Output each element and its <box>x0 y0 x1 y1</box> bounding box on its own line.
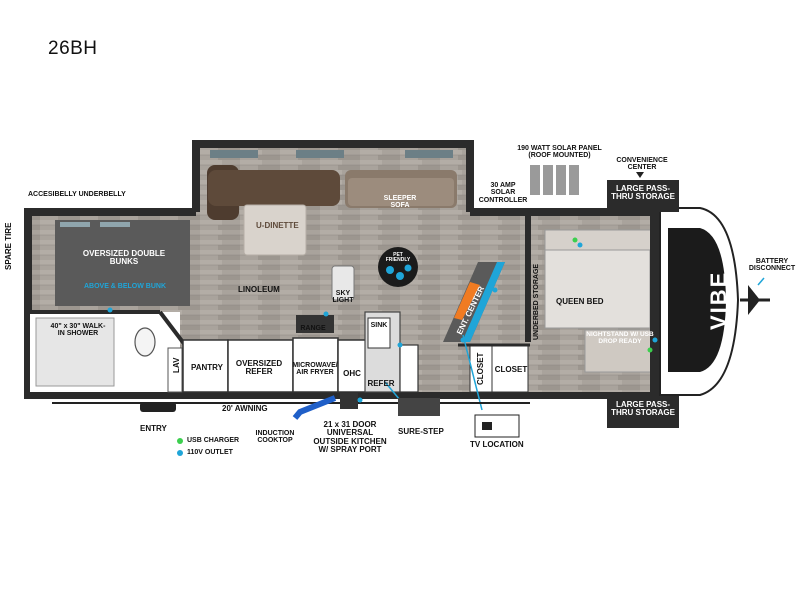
legend-usb-label: USB CHARGER <box>187 437 240 444</box>
closet-left-label: CLOSET <box>476 352 485 385</box>
solar-panel-icon <box>530 165 579 195</box>
model-name: 26BH <box>48 38 98 59</box>
convenience-center-label: CONVENIENCE CENTER <box>616 157 668 172</box>
pass-thru-top-shape <box>607 180 679 212</box>
sleeper-sofa-label: SLEEPER SOFA <box>383 195 417 210</box>
legend-110v-dot <box>177 450 183 456</box>
induction-cooktop-label: INDUCTION COOKTOP <box>255 430 295 445</box>
lav-label: LAV <box>172 357 181 373</box>
spare-tire-label: SPARE TIRE <box>4 222 13 270</box>
leader-lines <box>384 277 765 411</box>
tv-location-icon <box>474 414 520 438</box>
slide-out <box>192 140 474 256</box>
nightstand-label: NIGHTSTAND W/ USB DROP READY <box>586 331 654 345</box>
outlet-markers <box>107 237 658 403</box>
closet-right-label: CLOSET <box>494 365 528 374</box>
solar-panel-label: 190 WATT SOLAR PANEL (ROOF MOUNTED) <box>517 145 602 160</box>
pass-thru-bottom-label: LARGE PASS-THRU STORAGE <box>611 400 675 418</box>
pet-friendly-label: PET FRIENDLY <box>385 252 411 264</box>
skylight <box>331 265 355 301</box>
u-dinette-label: U-DINETTE <box>256 221 299 230</box>
tv-location-label: TV LOCATION <box>470 440 524 449</box>
sure-step-label: SURE-STEP <box>398 427 444 436</box>
entry-label: ENTRY <box>140 424 167 433</box>
awning-label: 20' AWNING <box>222 404 268 413</box>
underbed-storage-label: UNDERBED STORAGE <box>533 263 540 340</box>
oversized-refer-label: OVERSIZED REFER <box>235 359 283 377</box>
shower-label: 40" x 30" WALK-IN SHOWER <box>50 323 106 338</box>
ohc-label: OHC <box>343 369 361 378</box>
outside-kitchen-icon <box>292 395 337 420</box>
convenience-arrow-icon <box>636 172 644 178</box>
legend-usb-dot <box>177 438 183 444</box>
entertainment-center <box>443 262 530 393</box>
range-label: RANGE <box>300 325 326 332</box>
entry-step-icon <box>140 402 176 412</box>
linoleum-label: LINOLEUM <box>238 285 280 294</box>
shower <box>35 317 115 387</box>
induction-cooktop-icon <box>340 393 358 409</box>
refer-label: REFER <box>367 379 395 388</box>
u-dinette-seat <box>208 170 340 206</box>
pass-thru-bottom-shape <box>607 396 679 428</box>
dinette-table <box>243 204 307 256</box>
microwave-label: MICROWAVE/ AIR FRYER <box>292 362 338 377</box>
accessibelly-underbelly-label: ACCESIBELLY UNDERBELLY <box>28 191 126 198</box>
outside-kitchen-label: 21 x 31 DOOR UNIVERSAL OUTSIDE KITCHEN W… <box>313 420 387 455</box>
pass-thru-top-label: LARGE PASS-THRU STORAGE <box>611 184 675 202</box>
legend-110v-label: 110V OUTLET <box>187 449 233 456</box>
sure-step-icon <box>398 398 440 416</box>
pantry-label: PANTRY <box>191 363 223 372</box>
battery-disconnect-label: BATTERY DISCONNECT <box>748 258 796 273</box>
double-bunks <box>55 220 190 306</box>
above-below-bunk-label: ABOVE & BELOW BUNK <box>83 283 167 290</box>
sink-label: SINK <box>370 322 388 329</box>
vibe-logo: VIBE <box>706 270 731 330</box>
queen-bed-label: QUEEN BED <box>556 297 604 306</box>
pet-friendly-badge <box>378 247 418 287</box>
front-cap <box>659 207 770 396</box>
skylight-label: SKY LIGHT <box>332 290 354 305</box>
bedroom <box>544 212 662 396</box>
range-shape <box>296 315 334 333</box>
solar-controller-label: 30 AMP SOLAR CONTROLLER <box>478 182 528 204</box>
bathroom <box>30 310 187 393</box>
toilet <box>134 327 156 357</box>
sink-basin <box>367 317 391 349</box>
bunks-label: OVERSIZED DOUBLE BUNKS <box>82 249 166 267</box>
kitchen-cabinets <box>182 265 419 393</box>
